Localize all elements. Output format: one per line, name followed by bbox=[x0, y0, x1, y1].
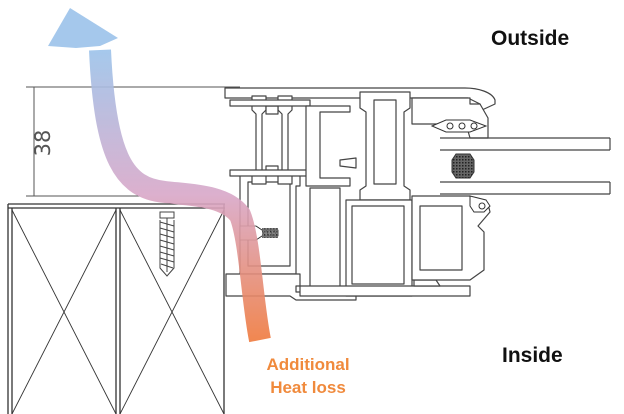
wall-lintel bbox=[7, 203, 225, 414]
dimension-value: 38 bbox=[31, 130, 55, 157]
glazing-gaskets bbox=[430, 119, 491, 213]
heat-loss-line1: Additional bbox=[266, 355, 350, 374]
inside-label: Inside bbox=[502, 344, 563, 367]
heat-flow-arrow bbox=[48, 8, 271, 343]
dimension-38 bbox=[26, 86, 240, 197]
glass-pane bbox=[440, 137, 611, 195]
heat-loss-label: Additional Heat loss bbox=[248, 353, 368, 399]
heat-loss-line2: Heat loss bbox=[270, 378, 346, 397]
wall-screw-icon bbox=[159, 211, 175, 277]
outside-label: Outside bbox=[491, 27, 570, 50]
